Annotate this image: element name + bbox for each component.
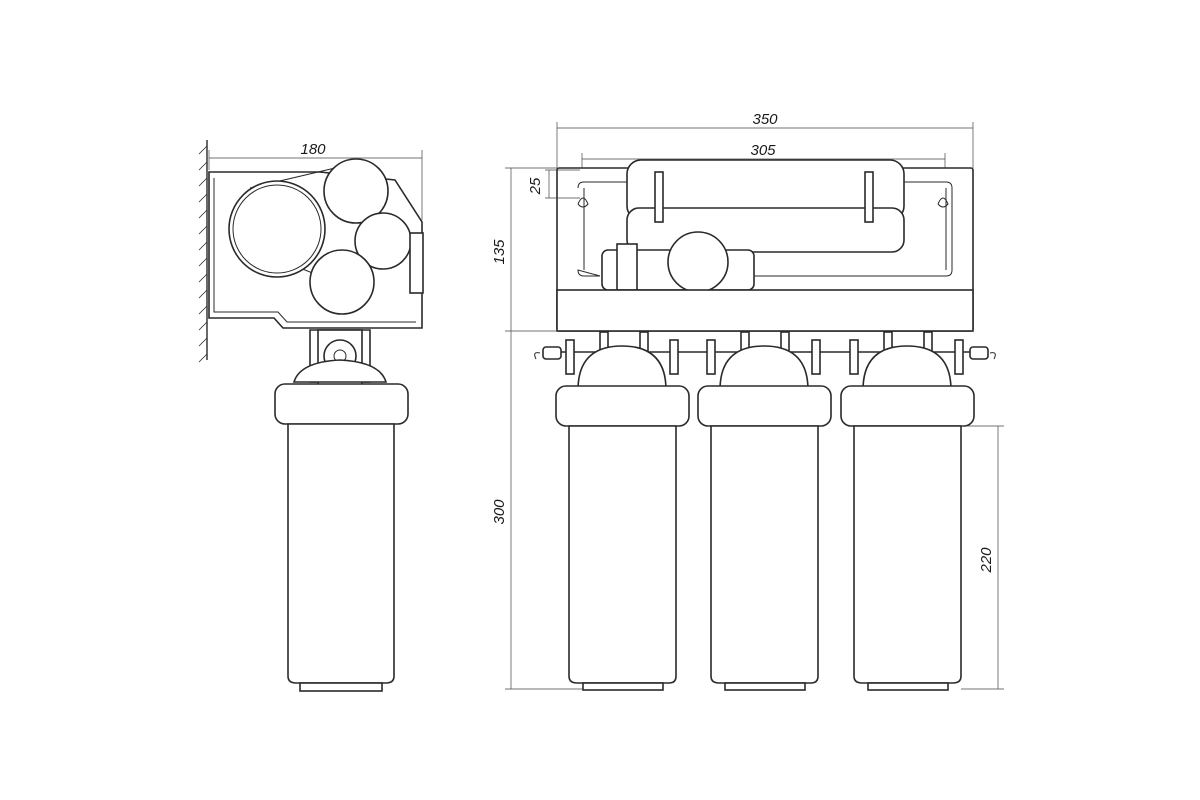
side-membrane-top (323, 158, 389, 224)
front-tube (667, 231, 729, 293)
filter-housing-2 (697, 331, 832, 691)
side-view: 180 (198, 140, 424, 692)
total-width-label: 350 (752, 111, 778, 128)
mount-offset-dimension: 25 (527, 169, 580, 199)
wall (198, 140, 208, 363)
housing-height-dimension: 220 (961, 425, 1004, 690)
side-filter-body (287, 423, 395, 684)
side-filter-cap (274, 383, 409, 425)
front-view: 350 305 25 (491, 111, 1004, 691)
filter-housing-3 (840, 331, 975, 691)
side-depth-dimension: 180 (208, 141, 423, 220)
total-height-dimension: 300 (491, 331, 585, 690)
mount-spacing-label: 305 (750, 142, 776, 159)
filter-housing-1 (555, 331, 690, 691)
total-height-label: 300 (491, 499, 508, 525)
head-height-dimension: 135 (491, 167, 557, 332)
side-depth-label: 180 (300, 141, 326, 158)
side-main-tube (228, 180, 326, 278)
head-height-label: 135 (491, 239, 508, 265)
total-width-dimension: 350 (556, 111, 974, 168)
housing-height-label: 220 (978, 547, 995, 574)
side-membrane-bottom (309, 249, 375, 315)
mount-offset-label: 25 (527, 177, 544, 195)
